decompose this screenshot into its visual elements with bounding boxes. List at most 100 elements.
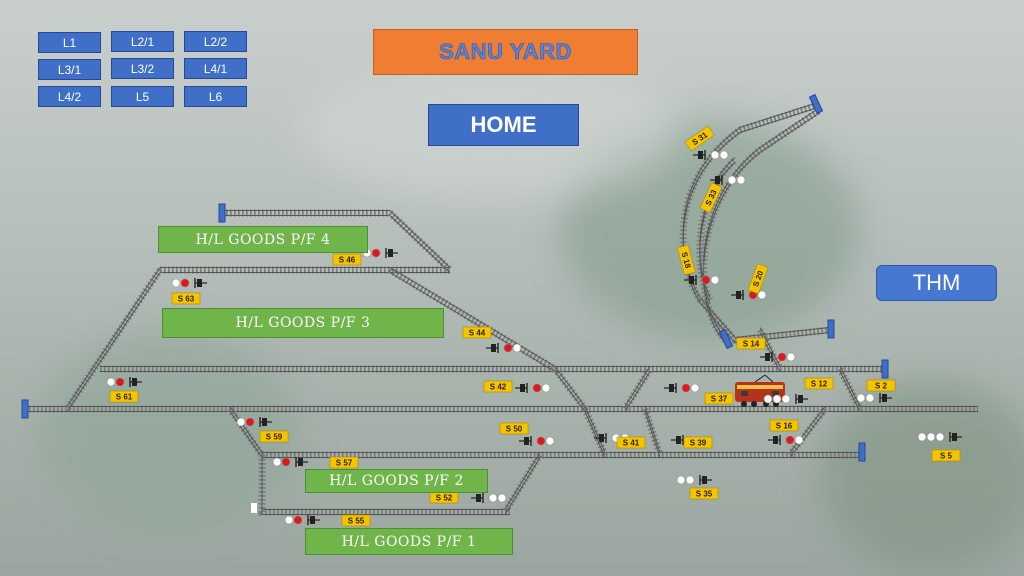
- rail: [504, 452, 541, 510]
- signal-tag: S 16: [769, 419, 799, 432]
- signal-tag: S 18: [677, 244, 696, 276]
- track-segment: [696, 157, 738, 302]
- line-button-l2-1[interactable]: L2/1: [111, 31, 174, 52]
- signal-tag-label: S 12: [811, 379, 828, 388]
- signal-tag: S 44: [462, 326, 492, 339]
- thm-button[interactable]: THM: [876, 265, 997, 301]
- line-button-l3-1[interactable]: L3/1: [38, 59, 101, 80]
- signal-tag: S 12: [804, 377, 834, 390]
- track-segment: [581, 407, 609, 457]
- signal-tag: S 41: [616, 436, 646, 449]
- line-button-l2-2[interactable]: L2/2: [184, 31, 247, 52]
- signal-tag: S 37: [704, 392, 734, 405]
- track-segment: [387, 210, 453, 273]
- line-button-l4-1[interactable]: L4/1: [184, 58, 247, 79]
- signal-tag: S 42: [483, 380, 513, 393]
- rail: [389, 210, 451, 268]
- rail: [584, 411, 606, 458]
- signal-icon[interactable]: [856, 393, 892, 403]
- signal-tag-label: S 16: [776, 421, 793, 430]
- track-segment: [836, 367, 864, 411]
- signal-tag: S 20: [747, 263, 769, 295]
- signal-icon[interactable]: [710, 175, 746, 185]
- home-button[interactable]: HOME: [428, 104, 579, 146]
- signal-icon[interactable]: [515, 383, 551, 393]
- signal-tag: S 59: [259, 430, 289, 443]
- signal-tag: S 52: [429, 491, 459, 504]
- rail: [703, 112, 821, 343]
- signal-tag: S 2: [866, 379, 896, 392]
- signal-icon[interactable]: [171, 278, 207, 288]
- signal-icon[interactable]: [664, 383, 700, 393]
- signal-icon[interactable]: [486, 343, 522, 353]
- track-segment: [388, 266, 557, 373]
- rail: [699, 162, 736, 303]
- signal-tag-label: S 41: [623, 438, 640, 447]
- signal-tag: S 61: [109, 390, 139, 403]
- signal-tag-label: S 35: [696, 489, 713, 498]
- signal-icon[interactable]: [693, 150, 729, 160]
- rail: [554, 366, 586, 407]
- track-segment: [756, 328, 784, 371]
- signal-tag-label: S 39: [690, 438, 707, 447]
- signal-tag: S 57: [329, 456, 359, 469]
- rail: [261, 457, 510, 515]
- line-button-l1[interactable]: L1: [38, 32, 101, 53]
- rail: [504, 457, 541, 515]
- signal-icon[interactable]: [917, 432, 962, 442]
- rail: [759, 327, 781, 367]
- signal-icon[interactable]: [236, 417, 272, 427]
- rail: [389, 215, 451, 273]
- signal-tag-label: S 5: [940, 451, 953, 460]
- track-segment: [227, 407, 265, 457]
- rail: [624, 371, 651, 412]
- rail: [66, 272, 161, 412]
- signal-tag-label: S 14: [743, 339, 760, 348]
- rail: [229, 411, 263, 458]
- rail: [584, 406, 606, 453]
- signal-tag: S 14: [736, 337, 766, 350]
- line-button-l3-2[interactable]: L3/2: [111, 58, 174, 79]
- rail: [644, 406, 661, 453]
- signal-icon[interactable]: [362, 248, 398, 258]
- page-title: SANU YARD: [373, 29, 638, 75]
- signal-icon[interactable]: [731, 290, 767, 300]
- platform-label-1: H/L GOODS P/F 1: [305, 528, 513, 555]
- signal-icon[interactable]: [471, 493, 507, 503]
- buffer-stop-icon: [827, 319, 835, 339]
- signal-icon[interactable]: [106, 377, 142, 387]
- signal-tag-label: S 59: [266, 432, 283, 441]
- signal-icon[interactable]: [760, 352, 796, 362]
- signal-tag-label: S 57: [336, 458, 353, 467]
- signal-icon[interactable]: [684, 275, 720, 285]
- line-button-l6[interactable]: L6: [184, 86, 247, 107]
- line-button-l4-2[interactable]: L4/2: [38, 86, 101, 107]
- rail: [229, 406, 263, 453]
- signal-tag-label: S 50: [506, 424, 523, 433]
- track-segment: [622, 367, 653, 411]
- buffer-stop-icon: [718, 328, 734, 350]
- rail: [66, 267, 161, 407]
- signal-icon[interactable]: [284, 515, 320, 525]
- signal-icon[interactable]: [272, 457, 308, 467]
- rail: [789, 406, 826, 453]
- signal-tag: S 5: [931, 449, 961, 462]
- signal-icon[interactable]: [519, 436, 555, 446]
- signal-tag: S 55: [341, 514, 371, 527]
- background-scenery: [40, 330, 300, 530]
- track-segment: [641, 407, 664, 457]
- signal-icon[interactable]: [763, 394, 808, 404]
- cursor-marker: [251, 503, 257, 513]
- platform-label-2: H/L GOODS P/F 2: [305, 469, 488, 493]
- signal-tag: S 50: [499, 422, 529, 435]
- buffer-stop-icon: [808, 93, 824, 115]
- rail: [682, 107, 819, 303]
- line-button-l5[interactable]: L5: [111, 86, 174, 107]
- signal-tag-label: S 42: [490, 382, 507, 391]
- signal-tag-label: S 55: [348, 516, 365, 525]
- signal-icon[interactable]: [768, 435, 804, 445]
- buffer-stop-icon: [218, 203, 226, 223]
- signal-icon[interactable]: [676, 475, 712, 485]
- rail: [389, 272, 556, 372]
